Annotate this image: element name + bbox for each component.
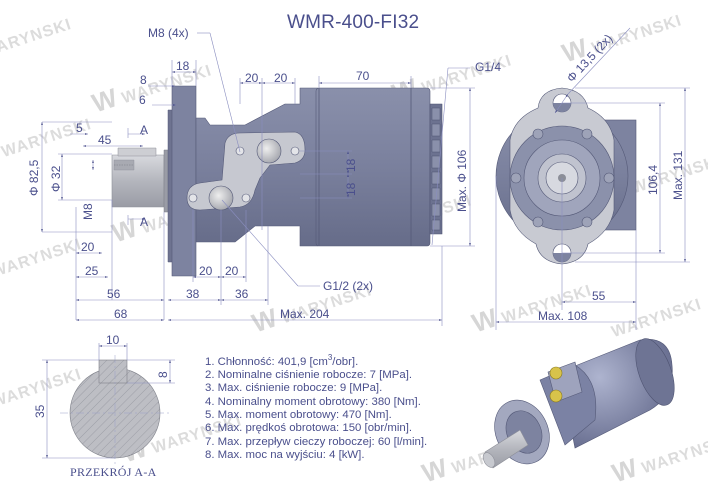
callout-mounting-thread: M8 (4x) xyxy=(148,26,189,40)
dim-bore-depth: 25 xyxy=(85,264,99,278)
dim-key-width: 10 xyxy=(106,333,120,347)
side-view xyxy=(111,85,443,277)
dim-port-spacing-top-1: 20 xyxy=(245,71,259,85)
dim-half-width: 55 xyxy=(592,289,606,303)
dim-max-height: Max. 131 xyxy=(671,150,685,200)
spec-item: 6. Max. prędkoś obrotowa: 150 [obr/min]. xyxy=(205,422,413,435)
dim-housing-length: 70 xyxy=(356,69,370,83)
end-dimension-lines xyxy=(495,27,690,330)
side-dimension-lines xyxy=(41,32,475,326)
dim-to-port-1: 38 xyxy=(186,287,200,301)
dim-shaft-length: 56 xyxy=(107,287,121,301)
model-title: WMR-400-FI32 xyxy=(287,12,420,33)
dim-max-width: Max. 108 xyxy=(538,309,588,323)
dim-bolt-hole: Φ 13,5 (2x) xyxy=(564,31,615,85)
dim-key-length: 45 xyxy=(98,133,112,147)
dim-total-to-flange: 68 xyxy=(114,307,128,321)
isometric-view xyxy=(482,338,675,469)
section-label: PRZEKRÓJ A-A xyxy=(70,465,157,479)
dim-key-offset: 5 xyxy=(76,121,83,135)
dim-total-length: Max. 204 xyxy=(280,307,330,321)
svg-text:A: A xyxy=(140,123,148,137)
spec-item: 3. Max. ciśnienie robocze: 9 [MPa]. xyxy=(205,382,383,395)
section-dimension-lines xyxy=(42,343,175,459)
dim-key-height: 8 xyxy=(156,371,170,378)
spec-item: 4. Nominalny moment obrotowy: 380 [Nm]. xyxy=(205,395,421,408)
dim-port-vertical-1: 18 xyxy=(344,158,358,172)
section-view xyxy=(60,355,170,465)
dim-port-spacing-top-2: 20 xyxy=(274,71,288,85)
callout-main-ports: G1/2 (2x) xyxy=(323,279,373,293)
end-view xyxy=(495,87,637,265)
dim-max-diameter: Max. Φ 106 xyxy=(455,149,469,212)
dim-port-vertical-2: 18 xyxy=(344,182,358,196)
dim-to-port-2: 36 xyxy=(235,287,249,301)
dim-flange-offset-inner: 6 xyxy=(139,93,146,107)
dim-thread-depth: 20 xyxy=(81,240,95,254)
dim-bolt-spacing: 106,4 xyxy=(646,165,660,195)
section-marker-bottom: A xyxy=(140,215,148,229)
spec-item: 2. Nominalne ciśnienie robocze: 7 [MPa]. xyxy=(205,369,413,382)
specifications-list: 1. Chłonność: 401,9 [cm3/obr]. 2. Nomina… xyxy=(205,351,427,462)
dim-flange-thickness: 18 xyxy=(176,59,190,73)
dim-shaft-thread: M8 xyxy=(81,203,95,220)
spec-item: 1. Chłonność: 401,9 [cm3/obr]. xyxy=(205,353,359,368)
section-marker-top: A xyxy=(140,123,148,137)
dim-shaft-height: 35 xyxy=(33,404,47,418)
spec-item: 8. Max. moc na wyjściu: 4 [kW]. xyxy=(205,448,365,461)
spec-item: 5. Max. moment obrotowy: 470 [Nm]. xyxy=(205,408,392,421)
dim-pilot-diameter: Φ 82,5 xyxy=(27,159,41,196)
dim-shaft-diameter: Φ 32 xyxy=(49,165,63,192)
dim-flange-offset-top: 8 xyxy=(140,73,147,87)
dim-port-spacing-bottom-1: 20 xyxy=(199,264,213,278)
spec-item: 7. Max. przepływ cieczy roboczej: 60 [l/… xyxy=(205,435,428,448)
svg-text:A: A xyxy=(140,215,148,229)
dim-port-spacing-bottom-2: 20 xyxy=(225,264,239,278)
callout-drain-port: G1/4 xyxy=(475,60,501,74)
